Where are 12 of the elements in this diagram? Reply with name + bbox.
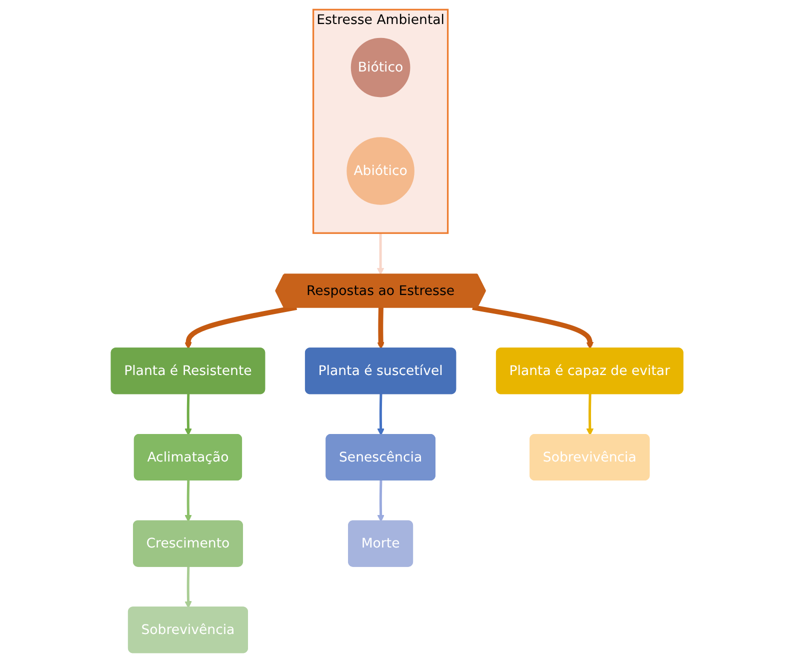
arrow (185, 394, 192, 436)
arrow (586, 394, 594, 436)
arrow (185, 566, 192, 608)
node-circle: Abiótico (347, 137, 415, 205)
arrow (185, 480, 192, 522)
arrow (378, 480, 385, 522)
arrow (377, 233, 385, 275)
arrow (472, 304, 594, 350)
arrow (185, 304, 298, 350)
arrow (378, 307, 385, 350)
node-circle: Biótico (351, 38, 411, 98)
arrow (378, 394, 385, 436)
